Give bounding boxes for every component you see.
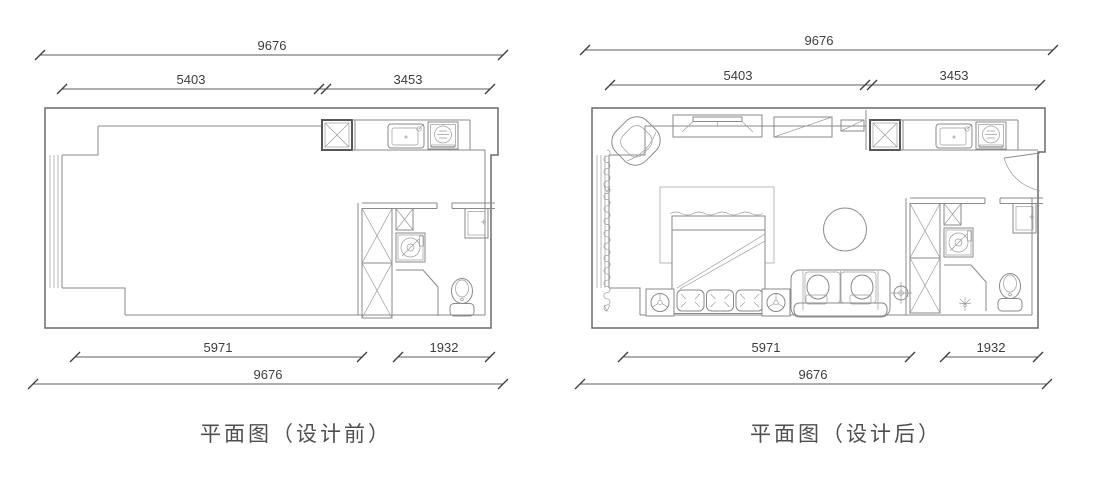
dim-label: 3453 xyxy=(940,68,969,83)
round-table-icon xyxy=(823,207,867,252)
pillow-icon xyxy=(735,289,764,312)
dimension-top-segments-before: 5403 3453 xyxy=(56,72,496,95)
bed-icon xyxy=(669,211,766,316)
storage-cabinet-icon xyxy=(773,116,833,138)
floorplan-after: 9676 5403 3453 xyxy=(574,33,1059,446)
caption-before: 平面图（设计前） xyxy=(200,422,392,446)
dimension-bottom-segments-before: 5971 1932 xyxy=(69,340,496,363)
window-icon xyxy=(49,154,59,289)
kitchen-icons xyxy=(869,119,1019,151)
outer-wall xyxy=(591,107,1046,329)
dim-label: 9676 xyxy=(258,38,287,53)
dimension-top-total-before: 9676 xyxy=(34,38,509,61)
dimension-top-total-after: 9676 xyxy=(579,33,1059,56)
curtain-icon xyxy=(603,149,611,312)
dimension-bottom-total-before: 9676 xyxy=(27,367,509,390)
dim-label: 1932 xyxy=(977,340,1006,355)
inner-wall xyxy=(61,125,486,316)
floor-lamp-icon xyxy=(890,282,912,304)
dim-label: 1932 xyxy=(430,340,459,355)
pillow-icon xyxy=(706,289,734,312)
shelf-icon xyxy=(840,119,865,132)
bathroom-icons xyxy=(909,197,1044,314)
dim-label: 5403 xyxy=(177,72,206,87)
pillow-icon xyxy=(676,289,705,312)
bathroom-icons xyxy=(361,202,496,319)
armchair-icon xyxy=(611,116,661,166)
floorplan-before: 9676 5403 3453 5971 1932 xyxy=(27,38,509,446)
ceiling-light-icon xyxy=(958,297,972,311)
tv-cabinet-icon xyxy=(672,114,763,138)
sofa-icon xyxy=(790,269,891,318)
dimension-top-segments-after: 5403 3453 xyxy=(604,68,1046,91)
dim-label: 9676 xyxy=(805,33,834,48)
outer-wall xyxy=(44,107,499,329)
dim-label: 9676 xyxy=(799,367,828,382)
dim-label: 5403 xyxy=(724,68,753,83)
dim-label: 3453 xyxy=(394,72,423,87)
caption-after: 平面图（设计后） xyxy=(750,422,942,446)
dim-label: 9676 xyxy=(254,367,283,382)
kitchen-icons xyxy=(321,119,471,151)
dimension-bottom-total-after: 9676 xyxy=(574,367,1053,390)
dim-label: 5971 xyxy=(752,340,781,355)
dim-label: 5971 xyxy=(204,340,233,355)
dimension-bottom-segments-after: 5971 1932 xyxy=(617,340,1044,363)
entry-door-icon xyxy=(1003,152,1041,192)
